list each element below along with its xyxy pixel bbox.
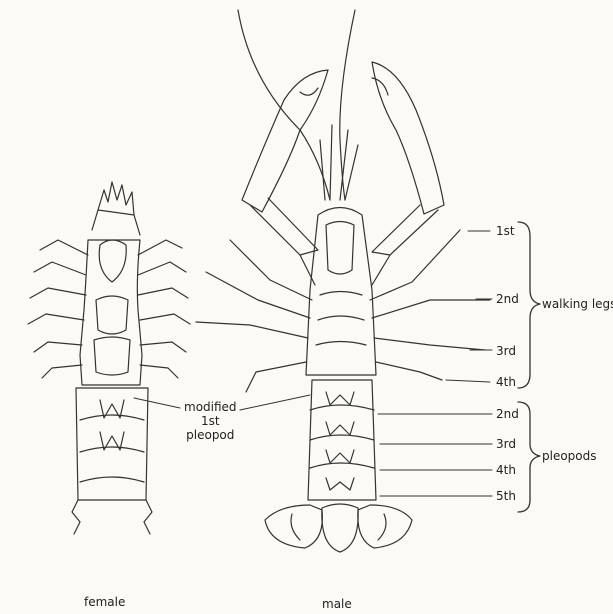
- modified-first-pleopod-line1: modified: [184, 400, 237, 414]
- female-crayfish-drawing: [28, 182, 190, 534]
- leader-lines: [134, 231, 492, 496]
- walking-legs-brace: [518, 222, 540, 388]
- walking-legs-group-label: walking legs: [542, 297, 613, 311]
- pleopods-group-label: pleopods: [542, 449, 597, 463]
- pleopod-label-4th: 4th: [496, 463, 516, 477]
- modified-first-pleopod-line2: 1st: [184, 414, 237, 428]
- walking-leg-label-1st: 1st: [496, 224, 515, 238]
- male-caption: male: [322, 597, 352, 611]
- pleopods-brace: [518, 402, 540, 512]
- pleopod-label-5th: 5th: [496, 489, 516, 503]
- female-caption: female: [84, 595, 125, 609]
- leader-modified-pleopod-male: [240, 395, 310, 410]
- walking-leg-label-2nd: 2nd: [496, 292, 519, 306]
- modified-first-pleopod-label: modified 1st pleopod: [184, 400, 237, 442]
- modified-first-pleopod-line3: pleopod: [184, 428, 237, 442]
- walking-leg-label-3rd: 3rd: [496, 344, 516, 358]
- braces: [518, 222, 540, 512]
- male-crayfish-drawing: [196, 10, 490, 552]
- pleopod-label-3rd: 3rd: [496, 437, 516, 451]
- walking-leg-label-4th: 4th: [496, 375, 516, 389]
- pleopod-label-2nd: 2nd: [496, 407, 519, 421]
- leader-walking-leg-4th: [446, 380, 490, 382]
- leader-modified-pleopod-female: [134, 398, 180, 408]
